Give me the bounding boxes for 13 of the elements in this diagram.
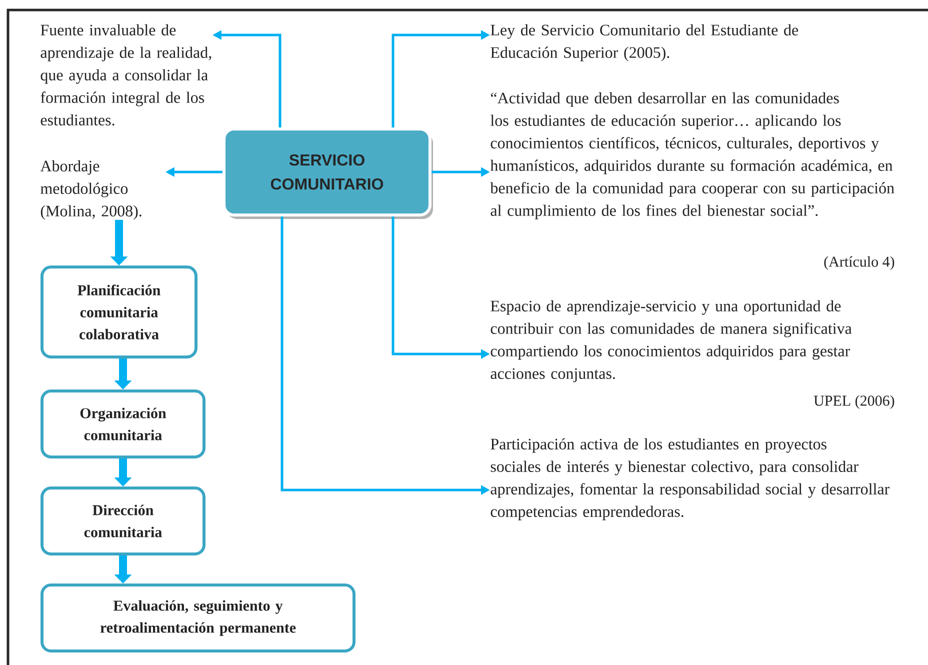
citation: (Artículo 4) — [824, 256, 894, 270]
description-text: “Actividad que deben desarrollar en las comunidades los estudiantes de educación superior… aplicando los conocimientos científicos, técnicos, culturales, deportivos y humanísticos, adquiridos durante su formación académica, en beneficio de la comunidad para cooperar con su participación al cumplimiento de los fines del bienestar social”. — [490, 92, 894, 220]
process-box: Organización comunitaria — [40, 390, 206, 458]
description-text: Abordaje metodológico (Molina, 2008). — [40, 160, 142, 220]
process-box: Evaluación, seguimiento y retroalimentación permanente — [40, 584, 356, 652]
description-text: Fuente invaluable de aprendizaje de la realidad, que ayuda a consolidar la formación integral de los estudiantes. — [40, 24, 212, 126]
process-box: Planificación comunitaria colaborativa — [40, 266, 198, 358]
process-box: Dirección comunitaria — [40, 486, 206, 556]
citation: UPEL (2006) — [814, 395, 894, 409]
main-concept-box: SERVICIO COMUNITARIO — [222, 128, 433, 219]
description-text: Participación activa de los estudiantes en proyectos sociales de interés y bienestar colectivo, para consolidar aprendizajes, fomentar la responsabilidad social y desarrollar competencias emprendedoras. — [490, 438, 890, 520]
description-text: Espacio de aprendizaje-servicio y una oportunidad de contribuir con las comunidades de manera significativa compartiendo los conocimientos adquiridos para gestar acciones conjuntas. — [490, 300, 852, 382]
description-text: Ley de Servicio Comunitario del Estudiante de Educación Superior (2005). — [490, 24, 798, 62]
